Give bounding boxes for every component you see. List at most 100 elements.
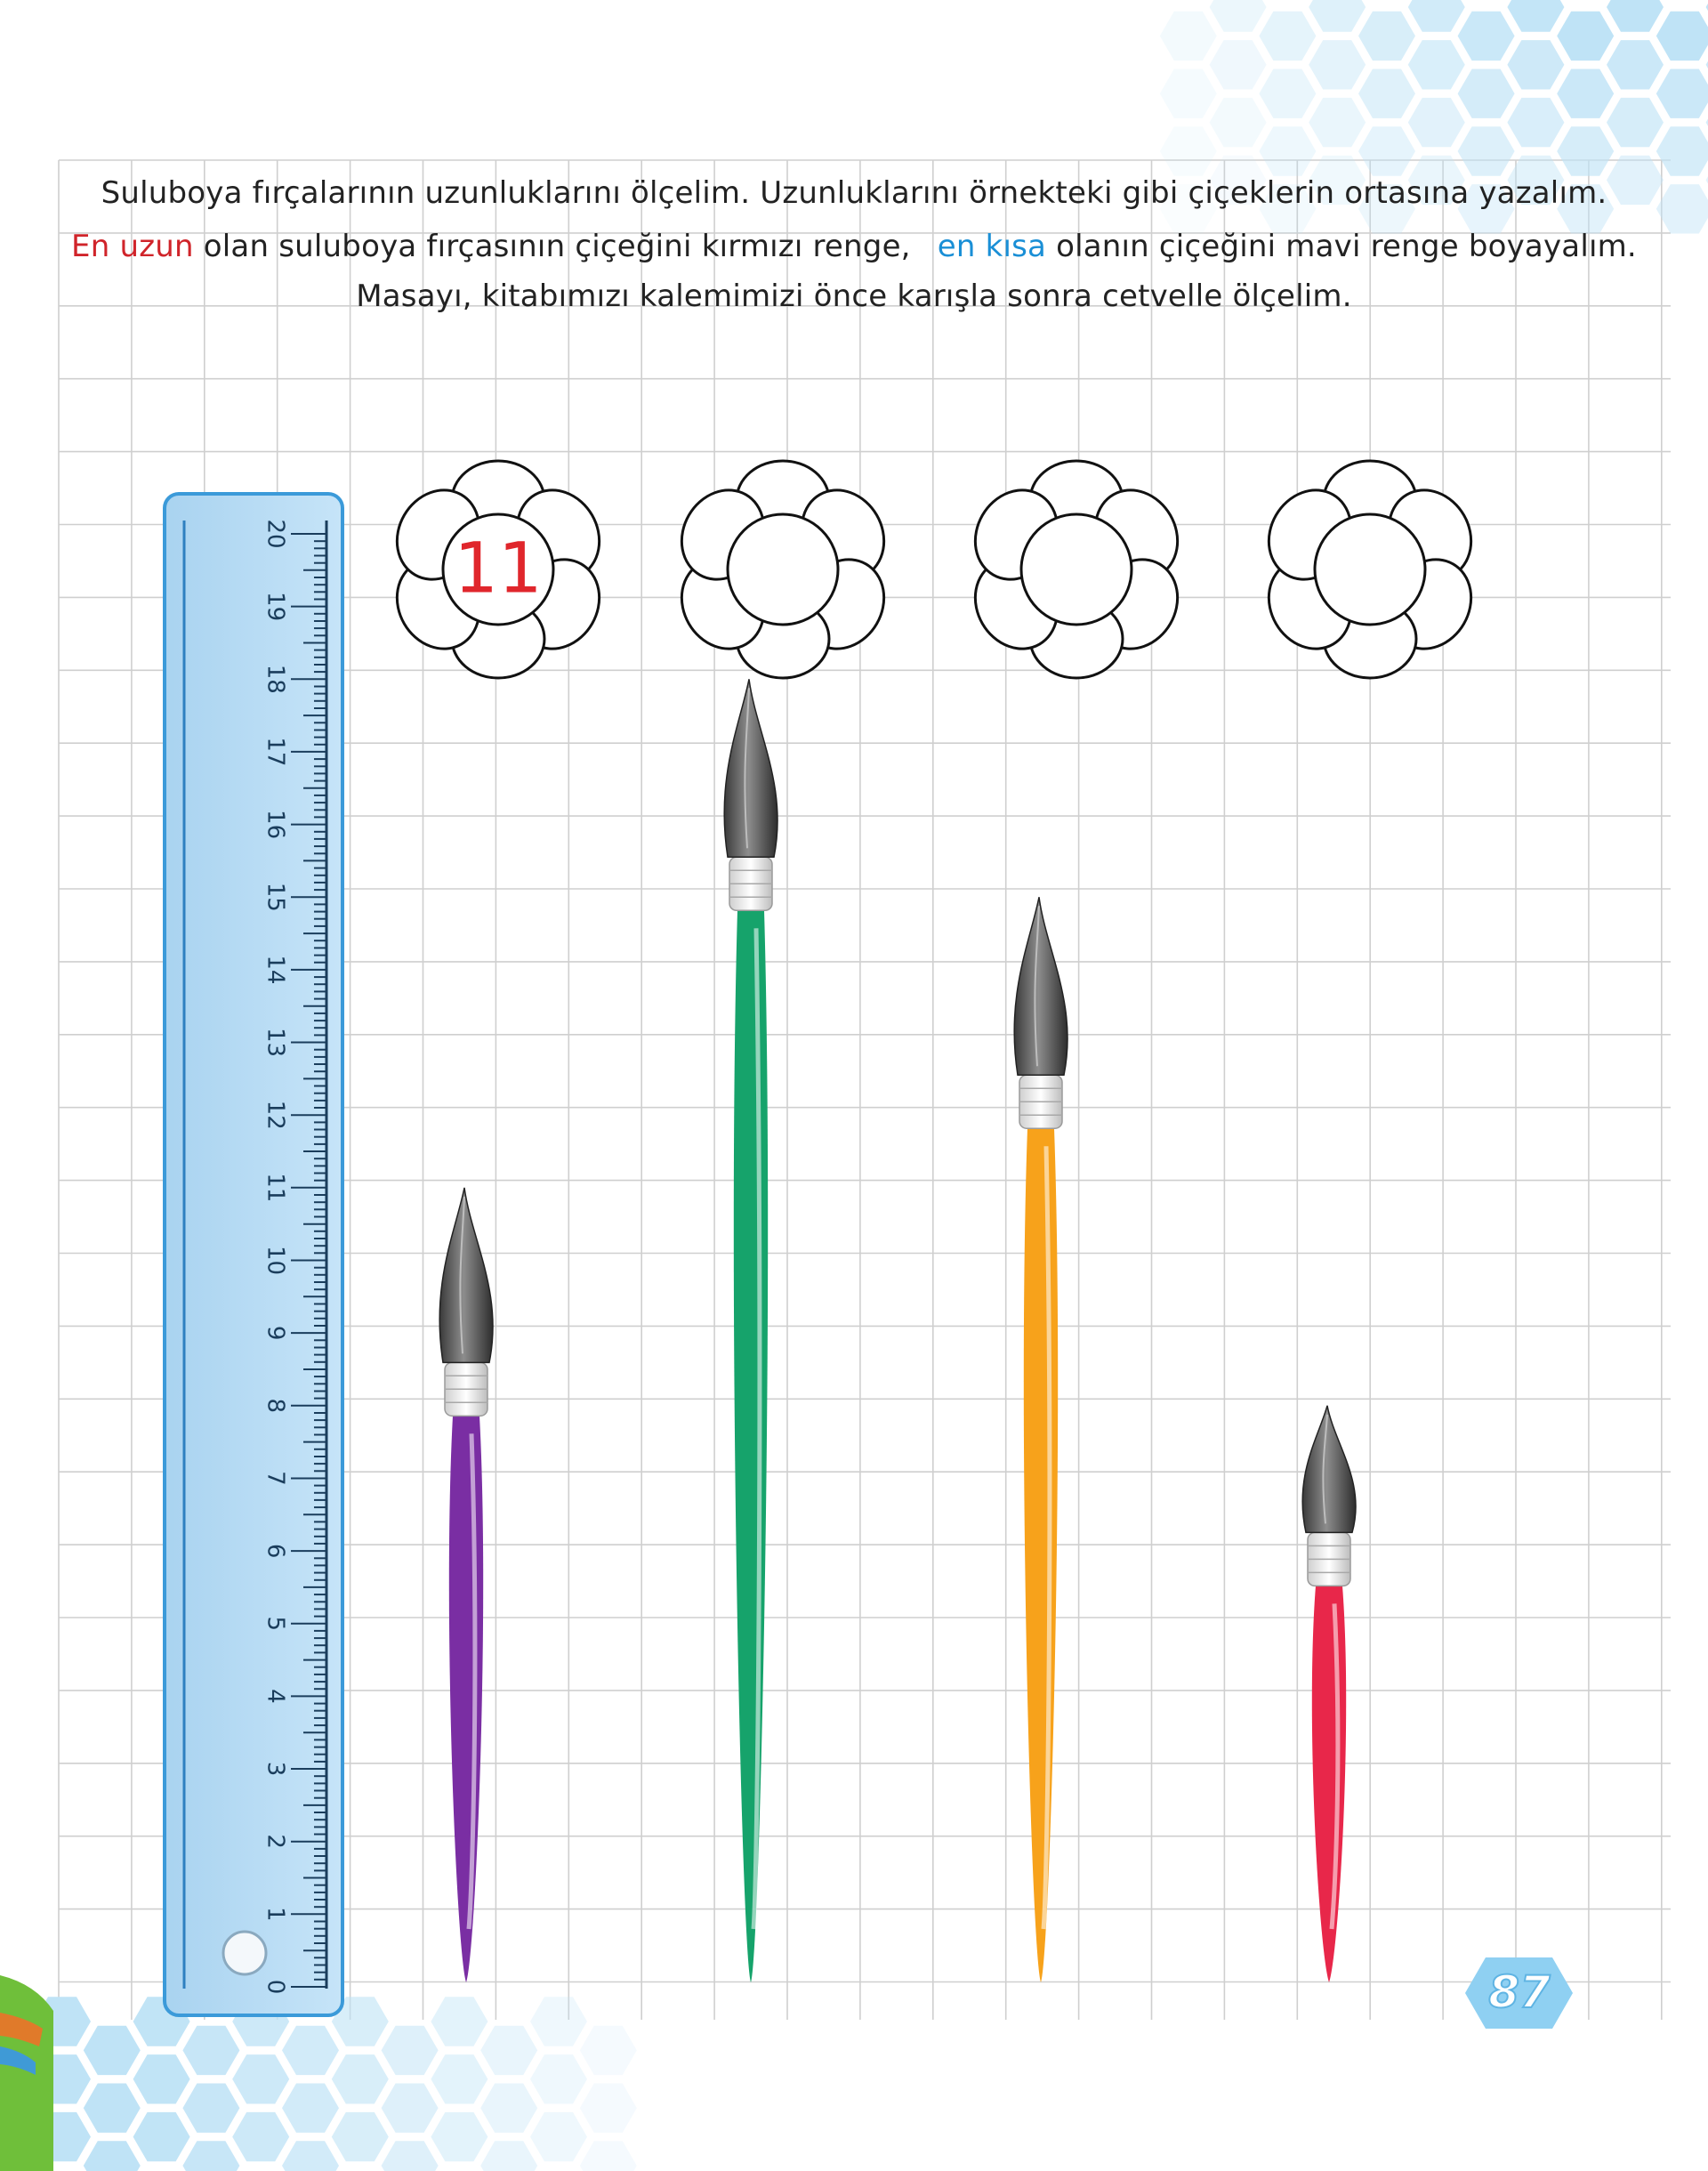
- brush-bristles: [1301, 1405, 1357, 1534]
- paint-brushes: [439, 679, 1357, 1982]
- ruler-label: 19: [262, 592, 289, 621]
- hexagon-shape: [331, 2054, 389, 2104]
- ruler-label: 18: [262, 665, 289, 694]
- page-number-badge: 87: [1465, 1957, 1573, 2029]
- hexagon-shape: [282, 2141, 339, 2171]
- hexagon-shape: [1607, 155, 1664, 206]
- hexagon-shape: [1407, 0, 1465, 32]
- flower-answer-box[interactable]: 11: [381, 459, 615, 680]
- hexagon-shape: [1656, 69, 1708, 118]
- hexagon-shape: [530, 2111, 587, 2162]
- ruler-label: 5: [262, 1617, 289, 1632]
- hexagon-shape: [83, 2083, 141, 2133]
- hexagon-shape: [232, 2111, 290, 2162]
- ruler-label: 0: [262, 1980, 289, 1995]
- hexagon-shape: [282, 2025, 339, 2076]
- brush-bristles: [723, 679, 778, 859]
- ruler-label: 9: [262, 1326, 289, 1341]
- hexagon-shape: [331, 1997, 389, 2046]
- water-shape: [0, 2046, 36, 2075]
- hexagon-shape: [1507, 0, 1565, 32]
- brush-bristle-strand: [1322, 1414, 1328, 1524]
- flower-center: [726, 512, 840, 626]
- hexagon-shape: [1159, 126, 1217, 176]
- hexagon-shape: [579, 2083, 637, 2133]
- hexagon-shape: [1358, 126, 1415, 176]
- paint-brush-green: [723, 679, 778, 1982]
- ruler-label: 10: [262, 1246, 289, 1275]
- brush-handle: [733, 910, 769, 1982]
- flower-answer-box[interactable]: [665, 459, 899, 680]
- brush-bristle-strand: [1034, 906, 1040, 1067]
- brush-bristle-strand: [744, 688, 750, 849]
- highlight-longest: En uzun: [71, 229, 194, 264]
- hexagon-shape: [83, 2141, 141, 2171]
- hexagon-shape: [1507, 40, 1565, 90]
- hexagon-shape: [133, 2111, 190, 2162]
- ruler-label: 16: [262, 810, 289, 839]
- hexagon-shape: [331, 2111, 389, 2162]
- flowers-row: 11: [381, 459, 1486, 680]
- hexagon-shape: [1705, 118, 1708, 126]
- hexagon-shape: [182, 2025, 240, 2076]
- hexagon-shape: [1159, 69, 1217, 118]
- hexagon-pattern-bottom: [34, 1997, 637, 2171]
- hexagon-shape: [1159, 11, 1217, 61]
- flower-answer-box[interactable]: [959, 459, 1193, 680]
- hexagon-shape: [480, 2083, 538, 2133]
- ruler-label: 15: [262, 883, 289, 912]
- ruler-body: [163, 492, 344, 2017]
- hexagon-shape: [381, 2083, 439, 2133]
- hexagon-shape: [381, 2141, 439, 2171]
- instruction-line-2-part: olan suluboya fırçasının çiçeğini kırmız…: [193, 229, 911, 264]
- flower-answer-text: 11: [454, 529, 542, 609]
- instruction-line-2-end: olanın çiçeğini mavi renge boyayalım.: [1046, 229, 1637, 264]
- ruler-label: 4: [262, 1689, 289, 1704]
- hexagon-shape: [182, 2141, 240, 2171]
- hexagon-shape: [1705, 3, 1708, 12]
- hexagon-shape: [1259, 69, 1317, 118]
- paint-brush-orange: [1013, 897, 1068, 1982]
- hexagon-shape: [1656, 184, 1708, 234]
- flower-answer-box[interactable]: [1253, 459, 1486, 680]
- ruler-label: 1: [262, 1907, 289, 1922]
- hexagon-shape: [1259, 126, 1317, 176]
- page-number-hexagon: [1465, 1957, 1573, 2029]
- hexagon-shape: [83, 2025, 141, 2076]
- hexagon-shape: [579, 2025, 637, 2076]
- hexagon-shape: [530, 1997, 587, 2046]
- flower-center: [441, 512, 555, 626]
- hexagon-shape: [1358, 184, 1415, 234]
- hexagon-shape: [480, 2025, 538, 2076]
- hexagon-shape: [182, 2083, 240, 2133]
- ruler-label: 8: [262, 1399, 289, 1414]
- brush-bristles: [1013, 897, 1068, 1076]
- ruler-label: 7: [262, 1471, 289, 1486]
- paint-brush-red: [1301, 1405, 1357, 1982]
- paint-brush-purple: [439, 1187, 494, 1982]
- brush-handle-shine: [1329, 1603, 1341, 1930]
- page-number: 87: [1488, 1966, 1551, 2018]
- flower-center: [1019, 512, 1133, 626]
- corner-illustration: [0, 1975, 53, 2171]
- hexagon-shape: [1507, 97, 1565, 148]
- highlight-shortest: en kısa: [937, 229, 1047, 264]
- hexagon-shape: [1457, 184, 1515, 234]
- instruction-line-3: Masayı, kitabımızı kalemimizi önce karış…: [356, 278, 1352, 314]
- hexagon-shape: [232, 2054, 290, 2104]
- brush-bristle-strand: [459, 1196, 465, 1354]
- hexagon-shape: [133, 2054, 190, 2104]
- hexagon-shape: [282, 2083, 339, 2133]
- brush-handle-shine: [751, 928, 762, 1930]
- ruler-label: 2: [262, 1834, 289, 1849]
- hexagon-shape: [1209, 97, 1267, 148]
- ruler-label: 12: [262, 1101, 289, 1130]
- hexagon-shape: [1607, 0, 1664, 32]
- fence-shape: [0, 2013, 43, 2046]
- hexagon-shape: [1159, 184, 1217, 234]
- hexagon-shape: [480, 2141, 538, 2171]
- hexagon-shape: [1358, 69, 1415, 118]
- hexagon-shape: [431, 2054, 488, 2104]
- hexagon-shape: [1309, 40, 1366, 90]
